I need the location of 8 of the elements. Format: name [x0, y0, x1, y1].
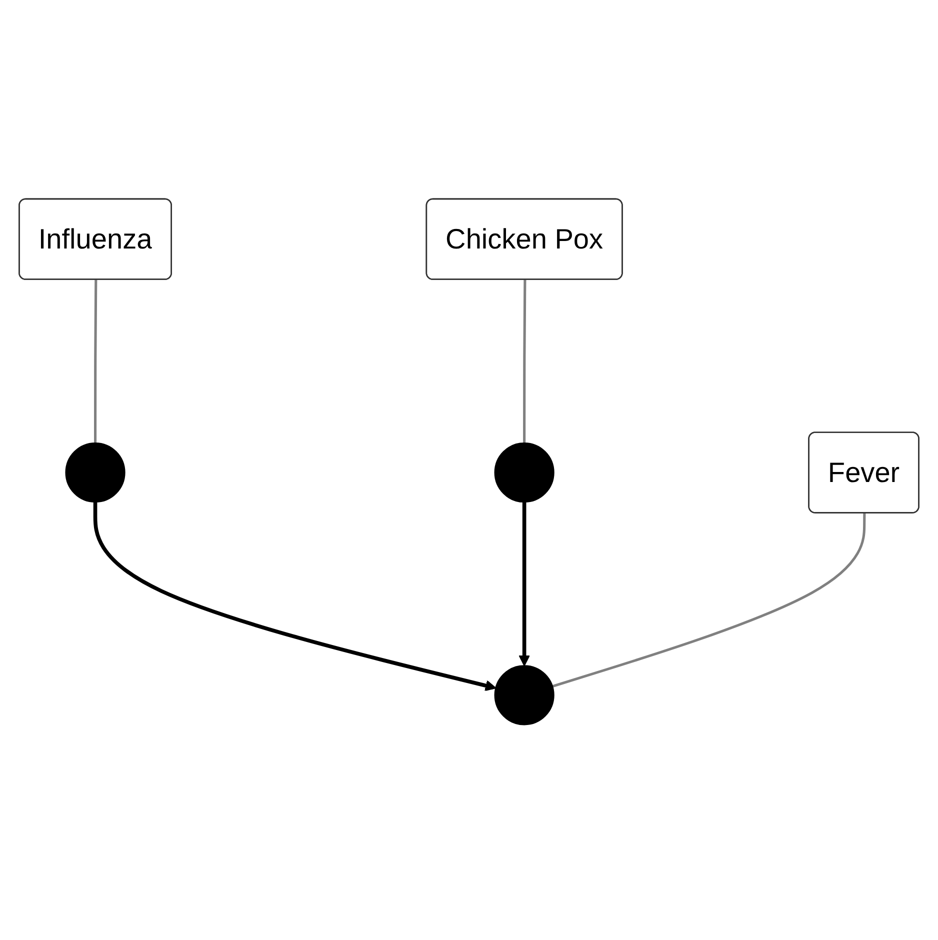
arrow	[518, 502, 530, 666]
connector	[552, 513, 866, 688]
connector	[94, 280, 98, 444]
node-circle	[65, 442, 126, 503]
node-circle	[494, 665, 554, 726]
arrow	[93, 502, 496, 692]
connector	[523, 280, 526, 444]
node-circle	[494, 442, 554, 503]
